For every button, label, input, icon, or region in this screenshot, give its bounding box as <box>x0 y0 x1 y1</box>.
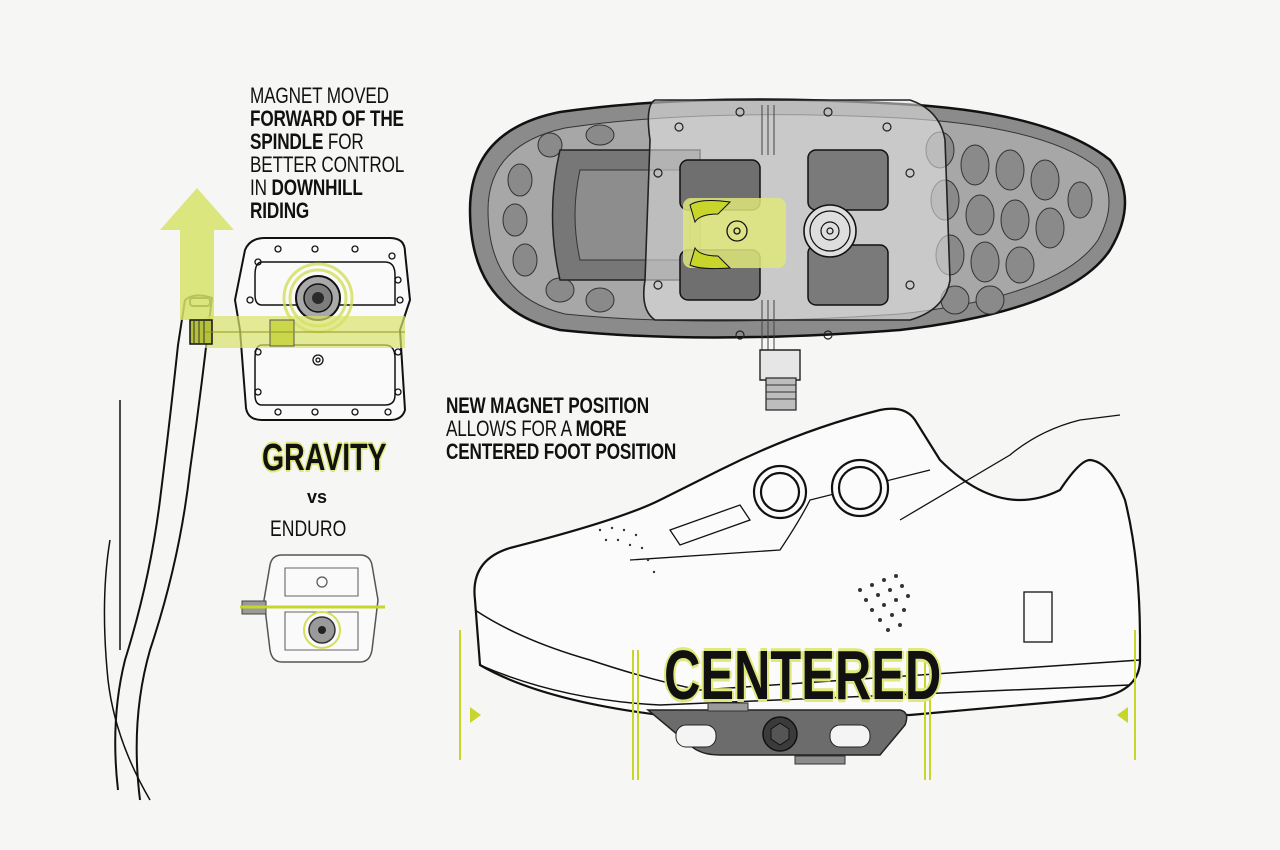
versus-label: vs <box>307 487 328 507</box>
annotation-top-left: MAGNET MOVED FORWARD OF THE SPINDLE FOR … <box>250 84 429 222</box>
up-arrow-icon <box>160 188 234 320</box>
annotation-line: DOWNHILL <box>271 175 363 200</box>
side-pedal <box>645 702 908 765</box>
pedal-overlay <box>642 99 951 411</box>
crank-arm <box>103 294 214 801</box>
annotation-line: FORWARD OF THE <box>250 106 404 131</box>
enduro-pedal <box>240 554 385 663</box>
centered-callout: CENTERED <box>664 636 942 714</box>
annotation-line: BETTER CONTROL <box>250 152 405 177</box>
annotation-line: RIDING <box>250 198 310 223</box>
shoe-perforations <box>598 526 910 632</box>
gravity-pedal <box>189 237 412 421</box>
annotation-line: ALLOWS FOR A <box>446 416 576 441</box>
annotation-line: FOR <box>323 129 364 154</box>
shoe-side-view <box>473 407 1142 717</box>
annotation-line: IN <box>250 175 272 200</box>
gravity-label: GRAVITY <box>262 437 387 479</box>
annotation-line: CENTERED FOOT POSITION <box>446 439 677 464</box>
annotation-line: NEW MAGNET POSITION <box>446 393 649 418</box>
measurement-markers <box>459 630 1136 780</box>
annotation-line: SPINDLE <box>250 129 324 154</box>
annotation-middle: NEW MAGNET POSITION ALLOWS FOR A MORE CE… <box>446 394 696 463</box>
enduro-label: ENDURO <box>270 516 347 541</box>
annotation-line: MORE <box>575 416 627 441</box>
annotation-line: MAGNET MOVED <box>250 83 389 108</box>
